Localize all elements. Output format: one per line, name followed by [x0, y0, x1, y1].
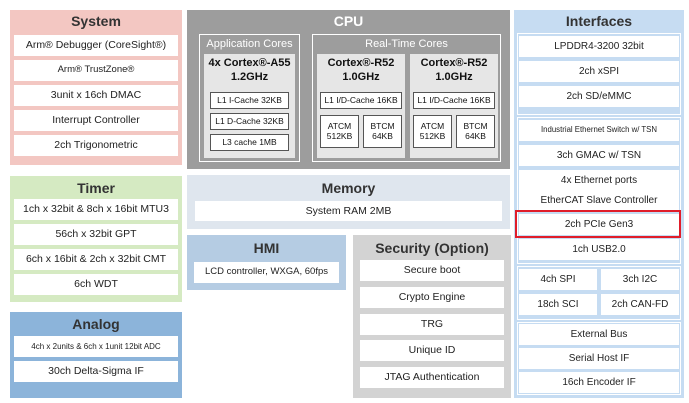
- interface-can-fd: 2ch CAN-FD: [601, 294, 679, 315]
- system-item-trustzone: Arm® TrustZone®: [14, 60, 178, 81]
- application-cores-title: Application Cores: [206, 38, 293, 50]
- interface-ethernet-ports: 4x Ethernet ports: [519, 170, 679, 191]
- system-item-trigonometric: 2ch Trigonometric: [14, 135, 178, 156]
- security-item-trg: TRG: [360, 314, 504, 335]
- r52-core-1-btcm-size: 64KB: [372, 130, 393, 141]
- a55-core-name: 4x Cortex®-A55: [208, 57, 291, 69]
- cpu-title: CPU: [333, 13, 364, 29]
- r52-core-1-atcm-label: ATCM: [327, 120, 352, 131]
- real-time-cores-title: Real-Time Cores: [365, 38, 448, 50]
- timer-item-wdt: 6ch WDT: [14, 274, 178, 295]
- security-item-secure-boot: Secure boot: [360, 260, 504, 281]
- r52-core-2-atcm: ATCM 512KB: [413, 115, 452, 148]
- interfaces-group-host: [517, 322, 681, 395]
- a55-l1-icache: L1 I-Cache 32KB: [210, 92, 289, 109]
- r52-core-2-atcm-label: ATCM: [420, 120, 445, 131]
- a55-l1-dcache: L1 D-Cache 32KB: [210, 113, 289, 130]
- r52-core-2-btcm: BTCM 64KB: [456, 115, 495, 148]
- system-item-interrupt-controller: Interrupt Controller: [14, 110, 178, 131]
- interfaces-group-serial: [517, 266, 681, 320]
- system-item-dmac: 3unit x 16ch DMAC: [14, 85, 178, 106]
- r52-core-2-cache: L1 I/D-Cache 16KB: [413, 92, 495, 109]
- r52-core-2-atcm-size: 512KB: [419, 130, 446, 141]
- system-title: System: [71, 13, 121, 29]
- timer-item-gpt: 56ch x 32bit GPT: [14, 224, 178, 245]
- cpu-block: CPU Application Cores 4x Cortex®-A55 1.2…: [187, 10, 510, 169]
- system-block: System Arm® Debugger (CoreSight®) Arm® T…: [10, 10, 182, 165]
- interface-i2c: 3ch I2C: [601, 269, 679, 290]
- security-block: Security (Option) Secure boot Crypto Eng…: [353, 235, 511, 398]
- interface-sd-emmc: 2ch SD/eMMC: [519, 86, 679, 107]
- interface-ethercat-slave: EtherCAT Slave Controller: [519, 190, 679, 211]
- security-item-unique-id: Unique ID: [360, 340, 504, 361]
- system-item-debugger: Arm® Debugger (CoreSight®): [14, 35, 178, 56]
- r52-core-1-name: Cortex®-R52: [327, 57, 395, 69]
- timer-item-mtu3: 1ch x 32bit & 8ch x 16bit MTU3: [14, 199, 178, 220]
- interface-gmac: 3ch GMAC w/ TSN: [519, 145, 679, 166]
- analog-title: Analog: [72, 316, 120, 332]
- security-title: Security (Option): [375, 240, 489, 256]
- interface-usb2: 1ch USB2.0: [519, 239, 679, 260]
- analog-block: Analog 4ch x 2units & 6ch x 1unit 12bit …: [10, 312, 182, 398]
- a55-l3-cache: L3 cache 1MB: [210, 134, 289, 151]
- security-item-jtag-authentication: JTAG Authentication: [360, 367, 504, 388]
- r52-core-2-btcm-label: BTCM: [463, 120, 488, 131]
- timer-block: Timer 1ch x 32bit & 8ch x 16bit MTU3 56c…: [10, 176, 182, 302]
- interface-sci: 18ch SCI: [519, 294, 597, 315]
- timer-item-cmt: 6ch x 16bit & 2ch x 32bit CMT: [14, 249, 178, 270]
- interface-industrial-ethernet-switch: Industrial Ethernet Switch w/ TSN: [519, 120, 679, 141]
- r52-core-2-frequency: 1.0GHz: [435, 71, 473, 83]
- interfaces-title: Interfaces: [565, 13, 633, 29]
- interface-external-bus: External Bus: [519, 324, 679, 345]
- hmi-item-lcd-controller: LCD controller, WXGA, 60fps: [194, 262, 339, 283]
- analog-item-delta-sigma: 30ch Delta-Sigma IF: [14, 361, 178, 382]
- application-cores-group: Application Cores 4x Cortex®-A55 1.2GHz …: [199, 34, 300, 162]
- r52-core-1-frequency: 1.0GHz: [342, 71, 380, 83]
- r52-core-2-btcm-size: 64KB: [465, 130, 486, 141]
- interface-serial-host: Serial Host IF: [519, 348, 679, 369]
- a55-core-frequency: 1.2GHz: [230, 71, 269, 83]
- interface-lpddr4: LPDDR4-3200 32bit: [519, 36, 679, 57]
- interface-xspi: 2ch xSPI: [519, 61, 679, 82]
- r52-core-1-btcm-label: BTCM: [370, 120, 395, 131]
- r52-core-2-name: Cortex®-R52: [420, 57, 488, 69]
- interfaces-group-network: [517, 117, 681, 264]
- interface-spi: 4ch SPI: [519, 269, 597, 290]
- memory-item-system-ram: System RAM 2MB: [195, 201, 502, 221]
- r52-core-1-atcm: ATCM 512KB: [320, 115, 359, 148]
- r52-core-1-btcm: BTCM 64KB: [363, 115, 402, 148]
- memory-title: Memory: [321, 180, 376, 196]
- memory-block: Memory System RAM 2MB: [187, 175, 510, 229]
- pcie-highlight-box: [515, 210, 681, 238]
- interface-encoder: 16ch Encoder IF: [519, 372, 679, 393]
- interfaces-block: Interfaces LPDDR4-3200 32bit 2ch xSPI 2c…: [514, 10, 684, 398]
- r52-core-1-atcm-size: 512KB: [326, 130, 353, 141]
- security-item-crypto-engine: Crypto Engine: [360, 287, 504, 308]
- real-time-cores-group: Real-Time Cores Cortex®-R52 1.0GHz L1 I/…: [312, 34, 501, 162]
- analog-item-adc: 4ch x 2units & 6ch x 1unit 12bit ADC: [14, 336, 178, 357]
- interfaces-group-memory-storage: [517, 33, 681, 115]
- interface-pcie-gen3: 2ch PCIe Gen3: [519, 214, 679, 235]
- timer-title: Timer: [77, 180, 115, 196]
- hmi-title: HMI: [253, 240, 280, 256]
- r52-core-1-cache: L1 I/D-Cache 16KB: [320, 92, 402, 109]
- hmi-block: HMI LCD controller, WXGA, 60fps: [187, 235, 346, 290]
